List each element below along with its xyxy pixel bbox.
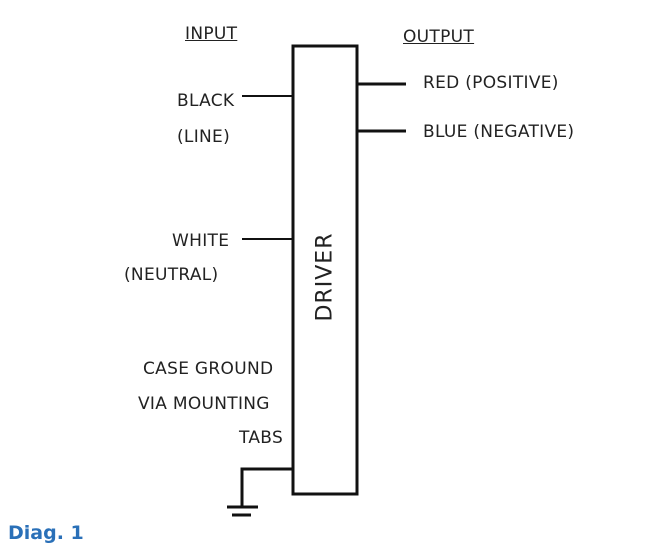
ground-label-1: CASE GROUND xyxy=(143,359,274,379)
input-header: INPUT xyxy=(185,24,238,44)
ground-label-2: VIA MOUNTING xyxy=(138,394,270,414)
ground-wire xyxy=(240,467,293,507)
line-label: (LINE) xyxy=(177,127,231,147)
driver-label: DRIVER xyxy=(312,232,338,322)
neutral-label: (NEUTRAL) xyxy=(124,265,219,285)
driver-box xyxy=(291,44,359,496)
red-label: RED (POSITIVE) xyxy=(423,73,559,93)
ground-label-3: TABS xyxy=(239,428,284,448)
blue-label: BLUE (NEGATIVE) xyxy=(423,122,575,142)
diagram-caption: Diag. 1 xyxy=(8,522,84,544)
white-label: WHITE xyxy=(172,231,230,251)
black-label: BLACK xyxy=(177,91,235,111)
output-header: OUTPUT xyxy=(403,27,475,47)
